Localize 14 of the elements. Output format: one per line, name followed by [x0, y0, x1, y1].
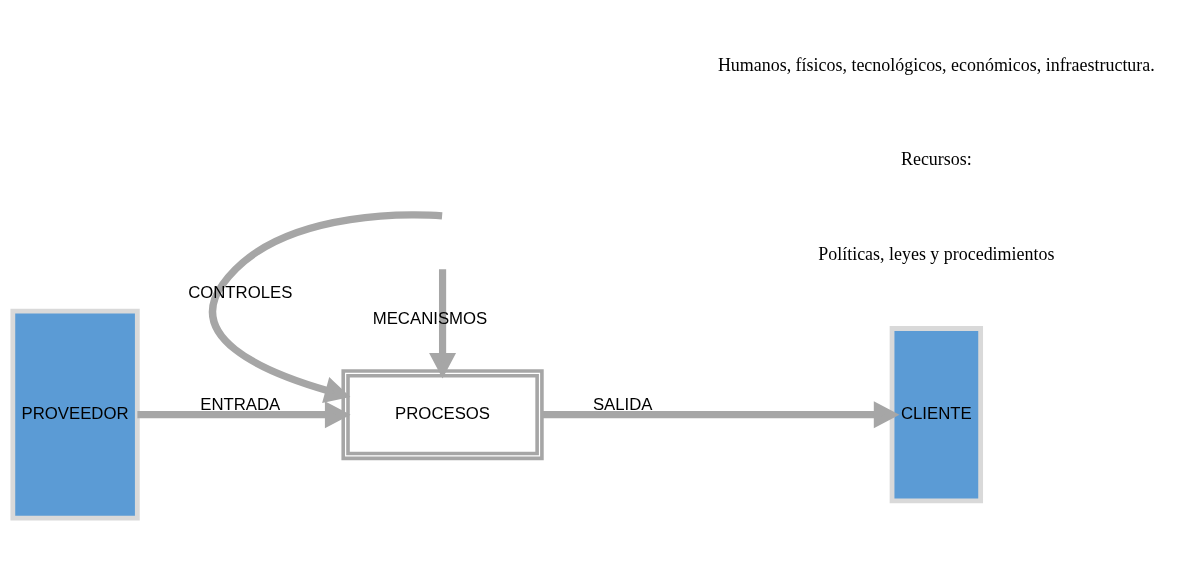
edge-label: CONTROLES	[188, 282, 293, 302]
label: Humanos, físicos, tecnológicos, económicos, infraestructura.	[717, 54, 1155, 75]
label: Políticas, leyes y procedimientos	[818, 243, 1055, 264]
arrow	[429, 268, 457, 379]
arrow	[209, 210, 443, 403]
edge-label: SALIDA	[592, 394, 653, 414]
node-box: CLIENTE	[889, 325, 984, 503]
edge-label: ENTRADA	[200, 394, 281, 414]
edge-label: MECANISMOS	[372, 308, 488, 328]
arrow	[137, 400, 351, 428]
arrow	[542, 400, 900, 428]
label: Recursos:	[900, 148, 972, 169]
node-box: PROVEEDOR	[10, 308, 140, 521]
node-box: PROCESOS	[341, 368, 544, 460]
